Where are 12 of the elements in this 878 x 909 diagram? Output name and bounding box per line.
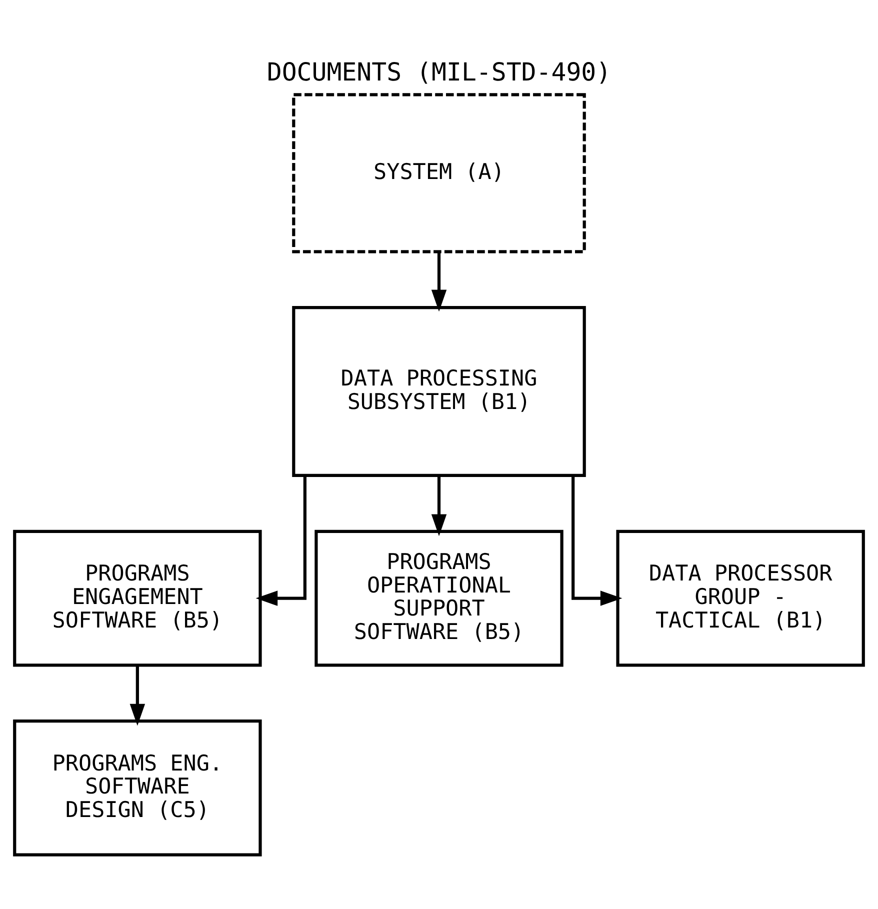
- diagram-title: DOCUMENTS (MIL-STD-490): [266, 57, 612, 86]
- node-box: SYSTEM (A): [292, 93, 586, 254]
- node-box: DATA PROCESSING SUBSYSTEM (B1): [292, 306, 586, 478]
- node-box: PROGRAMS ENG. SOFTWARE DESIGN (C5): [13, 720, 262, 856]
- node-box: PROGRAMS OPERATIONAL SUPPORT SOFTWARE (B5): [314, 530, 564, 667]
- arrow: [431, 252, 447, 312]
- node-box: DATA PROCESSOR GROUP - TACTICAL (B1): [616, 530, 865, 667]
- arrow: [256, 476, 306, 606]
- arrow: [572, 476, 622, 606]
- arrow: [130, 665, 146, 726]
- node-box: PROGRAMS ENGAGEMENT SOFTWARE (B5): [13, 530, 262, 667]
- arrow: [431, 476, 447, 536]
